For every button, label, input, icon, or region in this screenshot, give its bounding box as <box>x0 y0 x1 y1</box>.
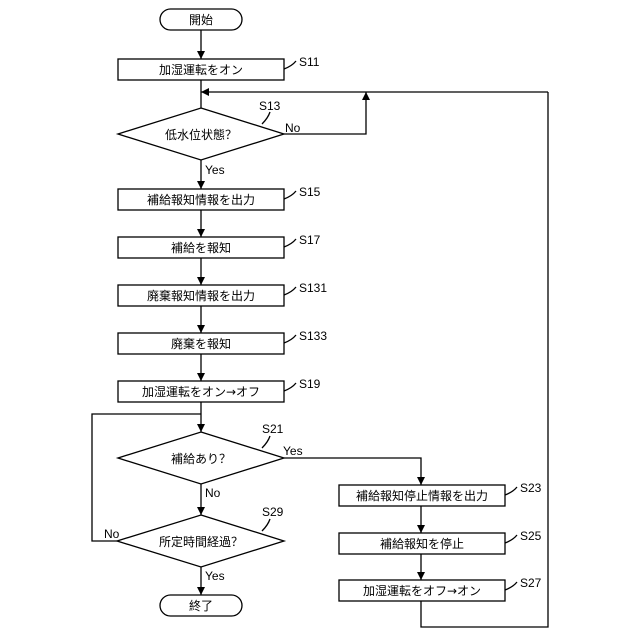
step-s25-text: 補給報知を停止 <box>380 536 464 551</box>
decision-s29-no: No <box>104 527 120 541</box>
step-s25-id: S25 <box>520 529 542 543</box>
decision-s13-id: S13 <box>259 99 281 113</box>
decision-s29-id: S29 <box>262 505 284 519</box>
step-s15: 補給報知情報を出力 S15 <box>118 185 321 210</box>
decision-s13-text: 低水位状態？ <box>165 127 237 142</box>
step-s15-text: 補給報知情報を出力 <box>147 193 255 207</box>
decision-s21-text: 補給あり？ <box>171 452 231 466</box>
decision-s29: 所定時間経過？ S29 No Yes <box>104 505 284 583</box>
step-s23: 補給報知停止情報を出力 S23 <box>339 481 542 506</box>
step-s133: 廃棄を報知 S133 <box>118 329 327 354</box>
step-s27-id: S27 <box>520 576 542 590</box>
decision-s13: 低水位状態？ S13 No Yes <box>118 99 301 177</box>
step-s19-id: S19 <box>299 377 321 391</box>
decision-s13-yes: Yes <box>205 163 225 177</box>
step-s133-id: S133 <box>299 329 327 343</box>
step-s11: 加湿運転をオン S11 <box>118 55 320 80</box>
step-s23-text: 補給報知停止情報を出力 <box>356 488 488 503</box>
step-s11-id: S11 <box>299 55 320 69</box>
step-s19-text: 加湿運転をオン→オフ <box>142 384 260 399</box>
step-s17: 補給を報知 S17 <box>118 233 321 258</box>
step-s131: 廃棄報知情報を出力 S131 <box>118 281 327 306</box>
step-s27: 加湿運転をオフ→オン S27 <box>339 576 542 601</box>
start-terminal: 開始 <box>160 9 242 30</box>
step-s131-text: 廃棄報知情報を出力 <box>147 288 255 303</box>
step-s23-id: S23 <box>520 481 542 495</box>
end-label: 終了 <box>189 598 213 613</box>
start-label: 開始 <box>189 13 213 27</box>
decision-s13-no: No <box>285 121 301 135</box>
step-s133-text: 廃棄を報知 <box>171 336 231 351</box>
step-s25: 補給報知を停止 S25 <box>339 529 542 554</box>
decision-s29-text: 所定時間経過？ <box>159 534 243 549</box>
step-s17-id: S17 <box>299 233 321 247</box>
step-s17-text: 補給を報知 <box>171 241 231 255</box>
step-s15-id: S15 <box>299 185 321 199</box>
decision-s21-yes: Yes <box>283 444 303 458</box>
step-s11-text: 加湿運転をオン <box>159 62 243 77</box>
step-s131-id: S131 <box>299 281 327 295</box>
decision-s21-no: No <box>205 486 221 500</box>
step-s27-text: 加湿運転をオフ→オン <box>363 583 481 598</box>
decision-s29-yes: Yes <box>205 569 225 583</box>
step-s19: 加湿運転をオン→オフ S19 <box>118 377 321 402</box>
end-terminal: 終了 <box>160 595 242 616</box>
decision-s21-id: S21 <box>262 422 284 436</box>
decision-s21: 補給あり？ S21 Yes No <box>118 422 303 500</box>
